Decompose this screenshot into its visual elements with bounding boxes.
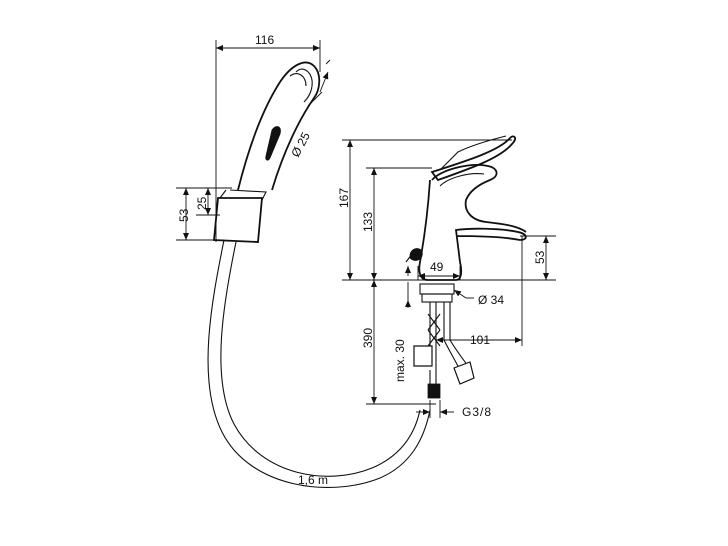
label-g38: G3/8 [462,405,492,419]
label-hose-length: 1,6 m [298,473,328,487]
label-53-left: 53 [177,208,191,222]
label-133: 133 [361,212,375,232]
label-53-right: 53 [533,250,547,264]
mixer-dimensions [342,139,556,418]
hand-shower [207,61,431,488]
label-diameter-34: Ø 34 [478,293,504,307]
label-101: 101 [470,333,490,347]
label-167: 167 [337,188,351,208]
mixer-tap [405,135,527,399]
label-max-30: max. 30 [393,339,407,382]
label-diameter-25: Ø 25 [288,130,313,160]
label-116: 116 [255,33,274,47]
label-25-holder: 25 [195,196,209,210]
label-390: 390 [361,328,375,348]
shower-dimensions [176,40,331,242]
label-49: 49 [430,260,444,274]
